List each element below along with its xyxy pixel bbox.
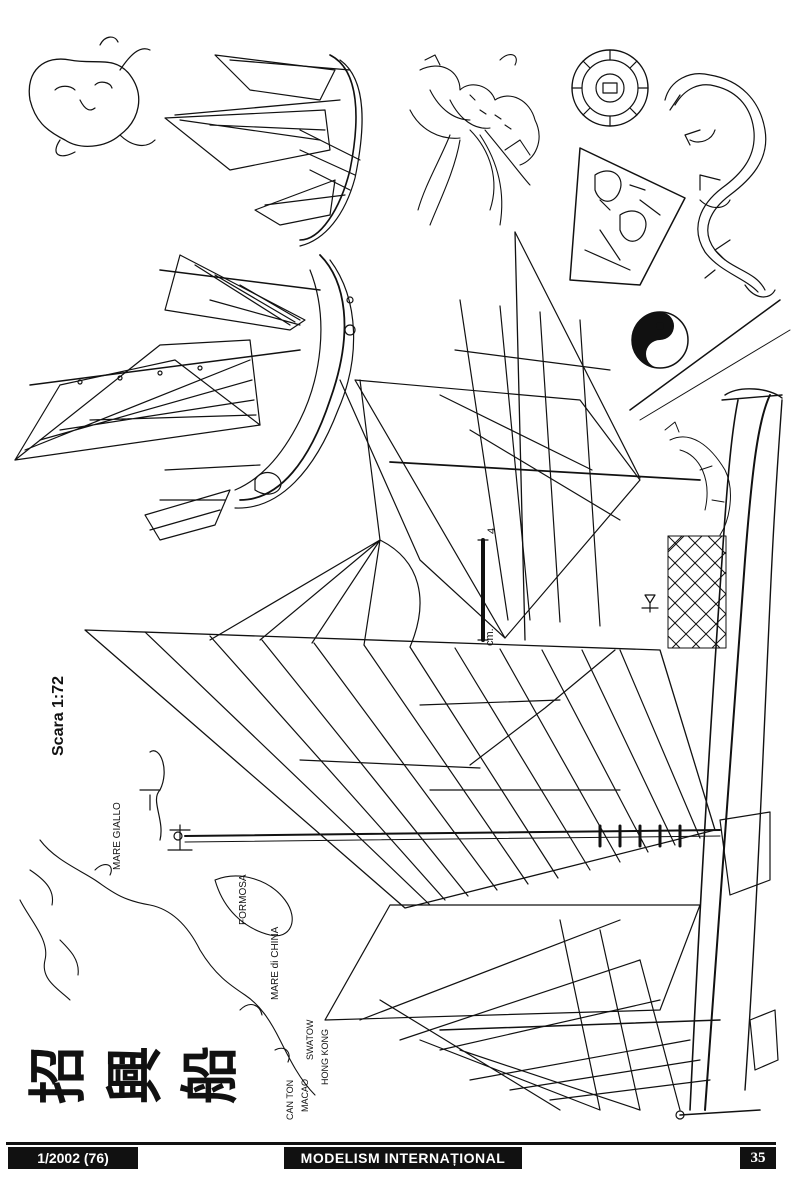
junk-small-view (14, 254, 356, 541)
page-number: 35 (740, 1147, 776, 1169)
stern-dragon-carving (664, 421, 731, 536)
map-label-formosa: FORMOSA (238, 874, 249, 925)
scale-bar-unit: cm. (484, 628, 496, 646)
junk-side-view (84, 231, 791, 1120)
title-glyph-2: 興 (101, 1046, 169, 1105)
map-label-swatow: SWATOW (305, 1019, 315, 1060)
medallion-icon (571, 49, 649, 127)
map-label-macao: MACAO (300, 1078, 310, 1112)
yin-yang-icon (631, 311, 689, 369)
phoenix-icon (409, 54, 540, 226)
map-label-canton: CAN TON (285, 1079, 295, 1120)
hatched-panel (667, 535, 727, 649)
dragon-icon (664, 73, 776, 298)
magazine-name: MODELISM INTERNAȚIONAL (284, 1147, 522, 1169)
demon-mask-icon (569, 147, 686, 286)
scale-bar-value: 4 (486, 527, 498, 534)
scale-label: Scara 1:72 (50, 675, 67, 756)
small-ornament (641, 594, 659, 613)
footer-rule (6, 1142, 776, 1145)
title-glyph-3: 船 (176, 1046, 244, 1105)
title-glyph-1: 招 (24, 1046, 92, 1105)
sage-portrait-icon (28, 36, 156, 157)
map-label-hong-kong: HONG KONG (320, 1028, 330, 1085)
map-label-china-sea: MARE di CHINA (270, 926, 281, 1000)
junk-top-view (164, 54, 363, 247)
china-coast-map (19, 839, 316, 1096)
issue-number: 1/2002 (76) (8, 1147, 138, 1169)
map-label-yellow-sea: MARE GIALLO (112, 802, 123, 870)
scale-bar (477, 538, 489, 642)
